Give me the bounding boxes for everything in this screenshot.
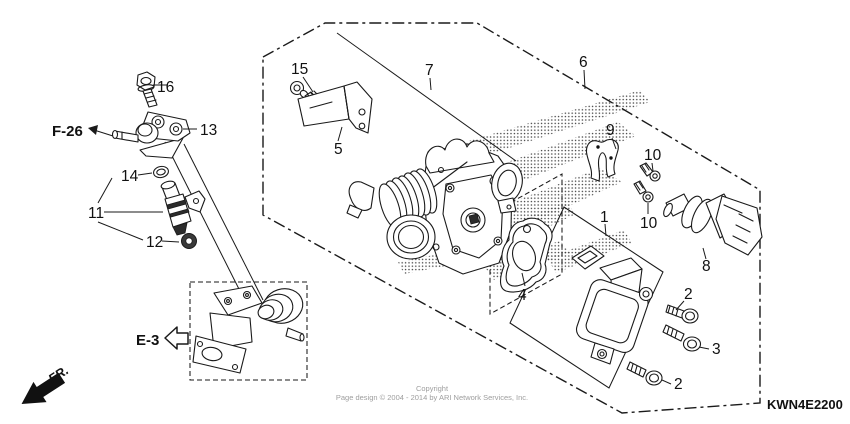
- part-label-2-lower[interactable]: 2: [674, 376, 683, 393]
- part-label-1[interactable]: 1: [600, 209, 609, 226]
- part-label-4[interactable]: 4: [518, 287, 527, 304]
- seal-ring-12-art: [181, 233, 197, 249]
- part-label-11[interactable]: 11: [88, 205, 104, 222]
- gasket-4-art: [499, 217, 553, 293]
- flange-bolt-2-upper-art: [665, 304, 699, 324]
- part-label-6[interactable]: 6: [579, 54, 588, 71]
- part-7-assembly-line: [336, 32, 517, 162]
- part-label-9[interactable]: 9: [606, 122, 615, 139]
- part-label-7[interactable]: 7: [425, 62, 434, 79]
- fuel-injector-11-art: [160, 180, 206, 236]
- sensor-8-art: [663, 193, 763, 256]
- flange-bolt-2-lower-art: [626, 361, 663, 386]
- part-label-8[interactable]: 8: [702, 258, 711, 275]
- part-label-10-upper[interactable]: 10: [644, 147, 662, 164]
- part-label-14[interactable]: 14: [121, 168, 139, 185]
- part-label-2-upper[interactable]: 2: [684, 286, 693, 303]
- front-direction-arrow-icon: FR.: [21, 363, 71, 404]
- part-label-16[interactable]: 16: [157, 79, 174, 96]
- part-label-13[interactable]: 13: [200, 122, 217, 139]
- diagram-code: KWN4E2200: [767, 397, 843, 412]
- reference-label-f26[interactable]: F-26: [52, 123, 83, 140]
- copyright-line-1: Copyright: [416, 384, 449, 393]
- iacv-1-art: [571, 245, 654, 365]
- throttle-body-art: [346, 138, 523, 275]
- screw-10-lower-art: [633, 180, 654, 203]
- f26-arrowhead: [88, 125, 98, 135]
- clamp-stay-9-art: [585, 138, 619, 182]
- leader-lines: [93, 69, 710, 385]
- part-label-10-lower[interactable]: 10: [640, 215, 658, 232]
- part-label-3[interactable]: 3: [712, 341, 721, 358]
- bracket-5-art: [297, 81, 373, 134]
- assembly-boundary-chain-line: [262, 22, 761, 414]
- reference-label-e3[interactable]: E-3: [136, 332, 159, 349]
- o-ring-14-art: [153, 165, 169, 179]
- gasket-subassembly-frame: [489, 173, 563, 315]
- copyright-line-2: Page design © 2004 - 2014 by ARI Network…: [336, 393, 528, 402]
- e3-reference-frame: [189, 281, 308, 381]
- part-label-15[interactable]: 15: [291, 61, 308, 78]
- flange-bolt-16-art: [136, 71, 158, 108]
- fuel-joint-13-art: [111, 111, 191, 159]
- intake-manifold-art: [192, 285, 305, 374]
- part-label-12[interactable]: 12: [146, 234, 163, 251]
- part-label-5[interactable]: 5: [334, 141, 343, 158]
- screw-10-upper-art: [639, 162, 661, 182]
- e3-direction-arrow-icon: [164, 326, 189, 350]
- injector-axis-lines: [164, 141, 264, 306]
- flange-bolt-3-art: [662, 324, 702, 352]
